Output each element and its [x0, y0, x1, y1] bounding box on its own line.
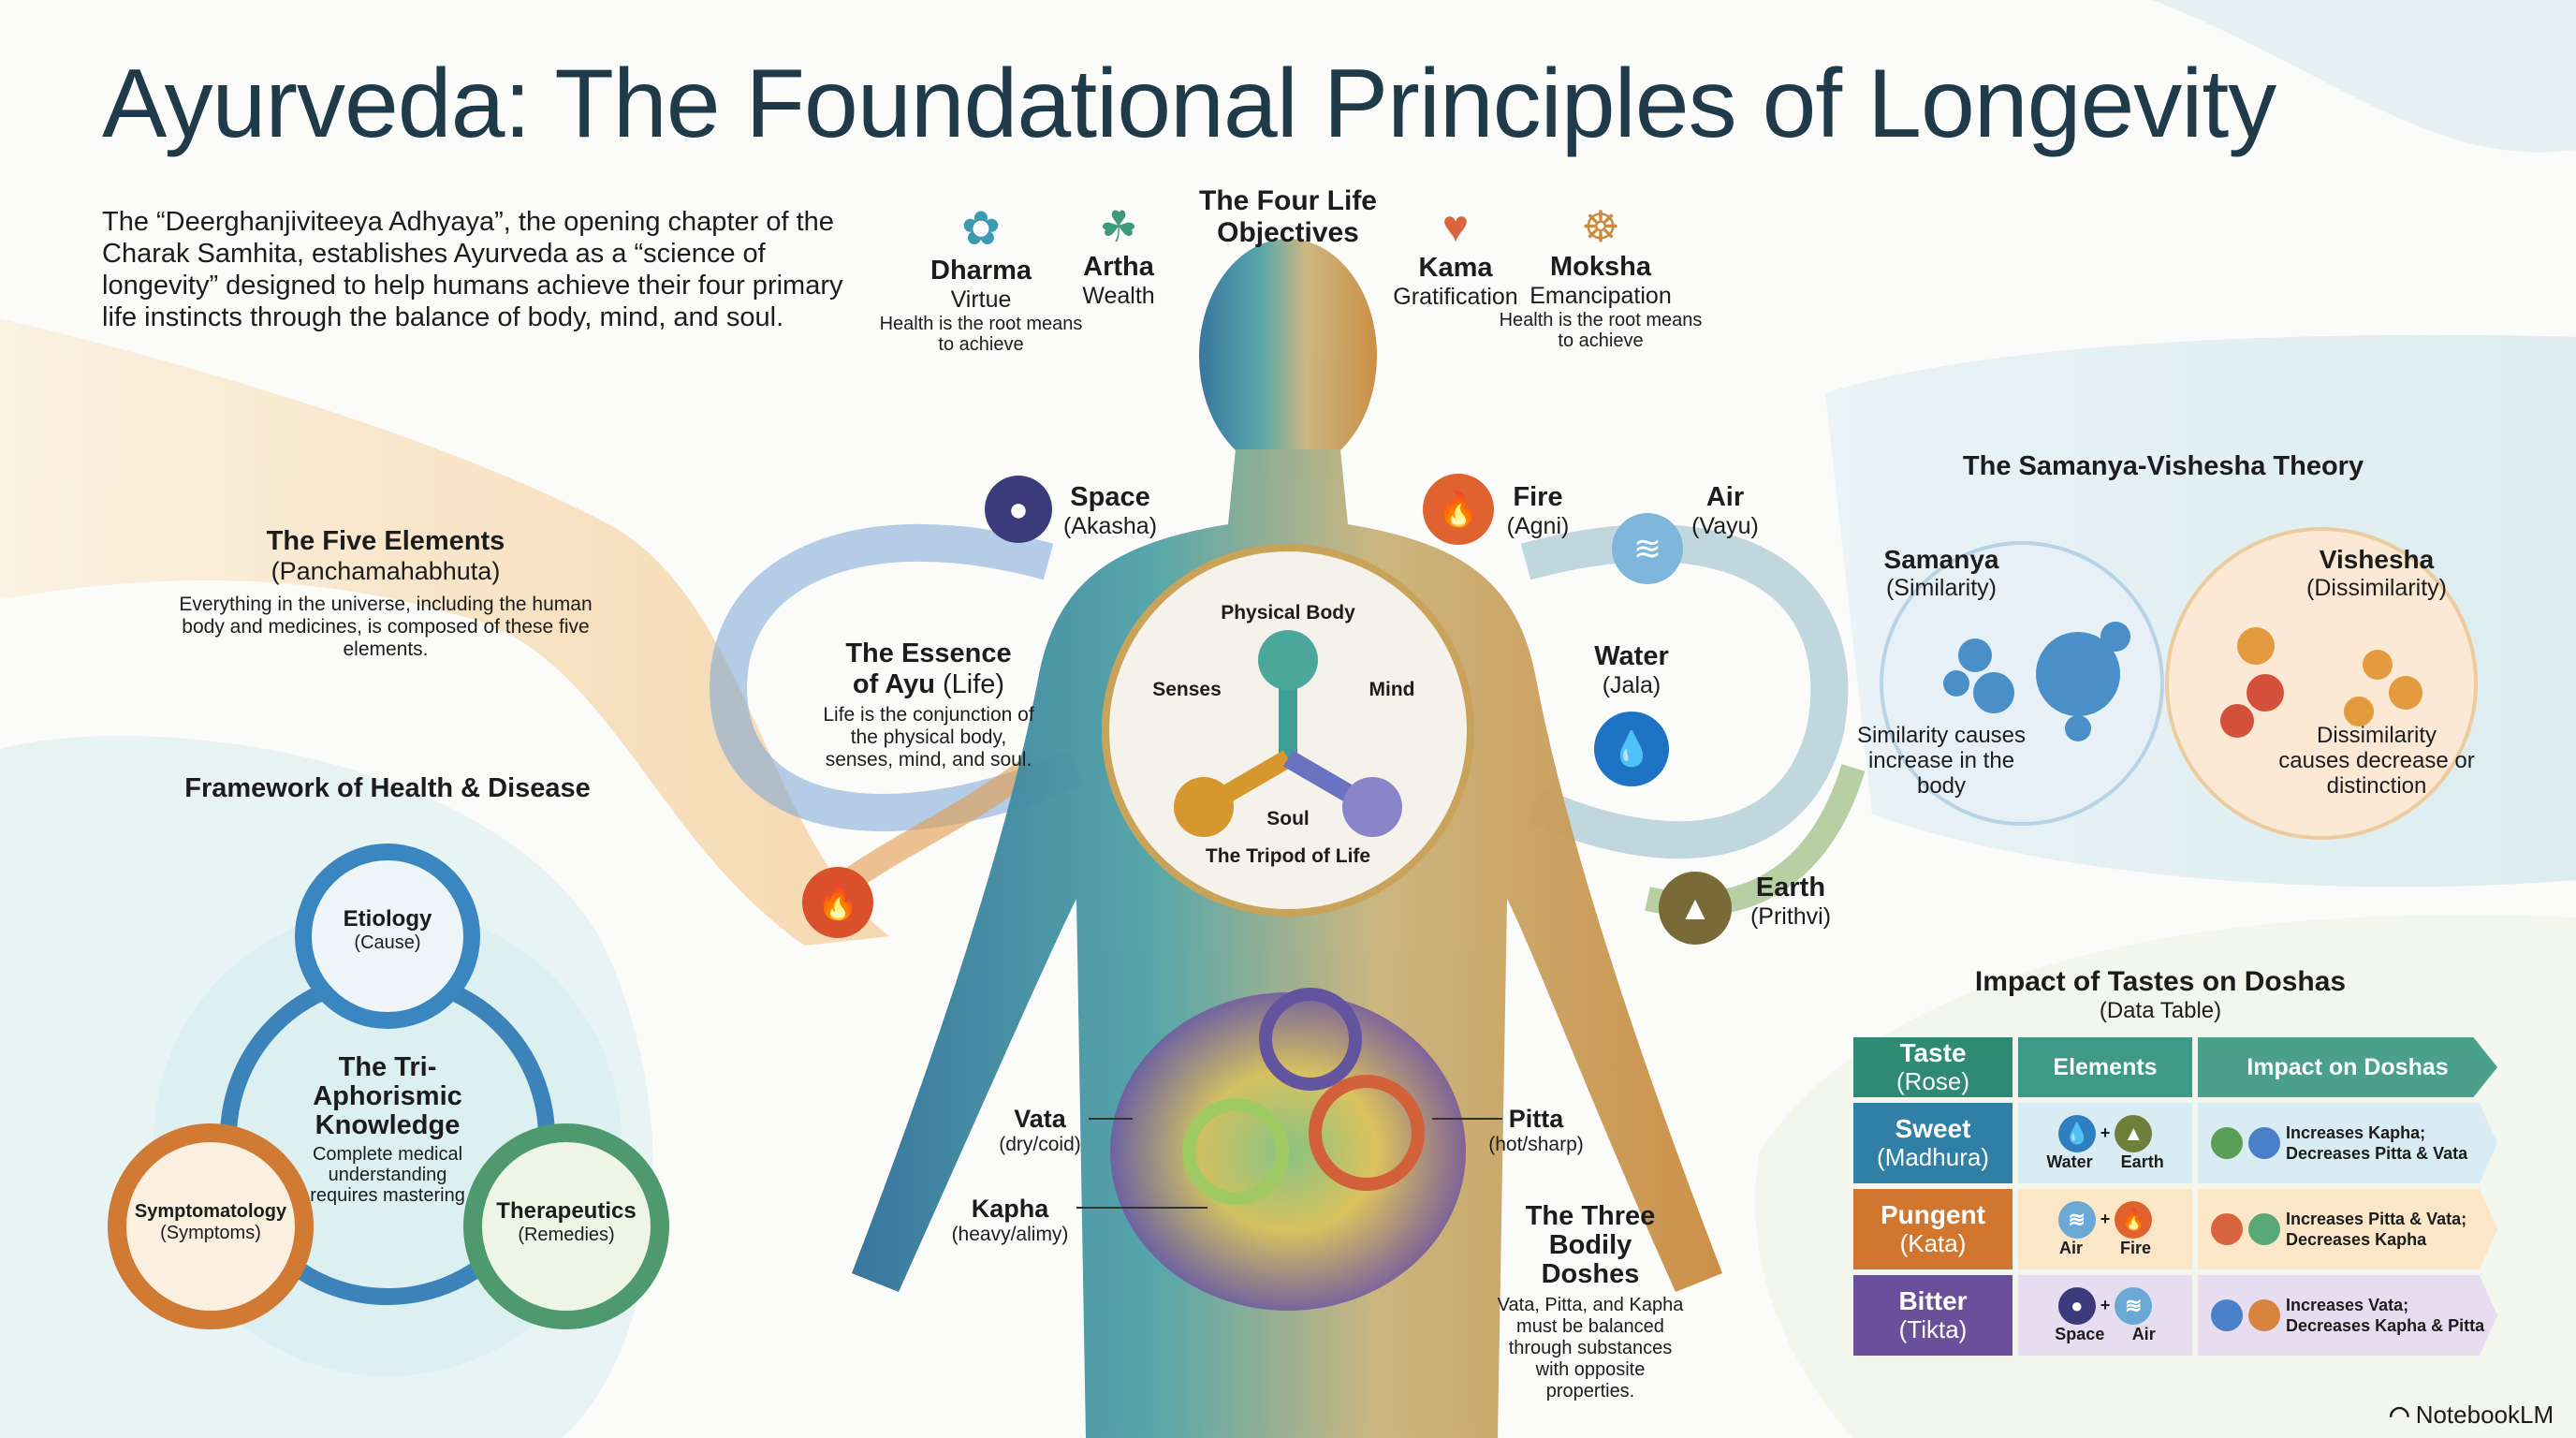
objective-artha: ☘ Artha Wealth [1016, 201, 1222, 310]
objective-note: Health is the root means to achieve [879, 314, 1083, 355]
heart-arrow-icon: ♥ [1442, 202, 1470, 252]
elements-cell: 💧 + ▲Water Earth [2018, 1103, 2192, 1183]
objective-name: Moksha [1550, 252, 1651, 282]
pitta-icon [2211, 1213, 2243, 1245]
kapha-icon [2248, 1213, 2280, 1245]
meditation-icon: ☸ [1581, 202, 1620, 251]
symptomatology-ring [108, 1123, 314, 1329]
node-therapeutics: Therapeutics(Remedies) [496, 1198, 637, 1245]
node-etiology: Etiology(Cause) [343, 906, 432, 953]
therapeutics-ring [463, 1123, 669, 1329]
objective-meaning: Wealth [1082, 283, 1155, 309]
taste-cell: Bitter(Tikta) [1853, 1275, 2012, 1356]
brand-label: NotebookLM [2415, 1401, 2554, 1429]
tri-aphorismic-center: The Tri-Aphorismic Knowledge Complete me… [310, 1052, 465, 1207]
kapha-pitta-icon [2248, 1299, 2280, 1331]
objective-name: Artha [1083, 252, 1154, 282]
hand-coin-icon: ☘ [1099, 202, 1138, 251]
fire-icon: 🔥 [2115, 1200, 2153, 1239]
table-header-row: Taste(Rose) Elements Impact on Doshas [1853, 1037, 2497, 1097]
elements-cell: ≋ + 🔥Air Fire [2018, 1189, 2192, 1269]
fire-icon: 🔥 [802, 867, 873, 938]
impact-cell: Increases Kapha;Decreases Pitta & Vata [2198, 1103, 2497, 1183]
samanya-vishesha-title: The Samanya-Vishesha Theory [1962, 451, 2364, 481]
tripod-physical-body: Physical Body [1221, 602, 1355, 624]
human-figure [852, 239, 1722, 1438]
air-icon: ≋ [2115, 1286, 2153, 1325]
element-air: Air(Vayu) [1691, 482, 1759, 539]
tastes-table: Taste(Rose) Elements Impact on Doshas Sw… [1848, 1032, 2503, 1361]
notebooklm-icon: ◠ [2389, 1401, 2410, 1429]
vishesha-circle [2165, 527, 2478, 840]
tripod-senses: Senses [1152, 679, 1222, 700]
tripod-soul: Soul [1266, 808, 1310, 829]
impact-cell: Increases Vata;Decreases Kapha & Pitta [2198, 1275, 2497, 1356]
dosha-pitta: Pitta(hot/sharp) [1488, 1105, 1584, 1155]
objective-meaning: Virtue [950, 286, 1012, 313]
element-water: Water(Jala) [1594, 641, 1669, 698]
air-icon: ≋ [2057, 1200, 2096, 1239]
water-icon: 💧 [2057, 1114, 2096, 1152]
etiology-ring [295, 844, 480, 1029]
intro-paragraph: The “Deerghanjiviteeya Adhyaya”, the ope… [102, 207, 843, 332]
framework-heading: Framework of Health & Disease [184, 773, 591, 803]
taste-cell: Sweet(Madhura) [1853, 1103, 2012, 1183]
five-elements-desc: Everything in the universe, including th… [179, 594, 593, 660]
vishesha-label: Vishesha(Dissimilarity) [2306, 545, 2447, 601]
objective-name: Dharma [930, 256, 1032, 286]
page-title: Ayurveda: The Foundational Principles of… [102, 50, 2276, 158]
elements-cell: ● + ≋Space Air [2018, 1275, 2192, 1356]
table-row: Sweet(Madhura) 💧 + ▲Water Earth Increase… [1853, 1103, 2497, 1183]
objective-name: Kama [1418, 253, 1493, 283]
node-symptomatology: Symptomatology(Symptoms) [134, 1201, 287, 1243]
objective-kama: ♥ Kama Gratification [1353, 201, 1559, 311]
space-icon: ● [2057, 1286, 2096, 1325]
objective-meaning: Emancipation [1530, 283, 1672, 309]
lotus-icon: ✿ [961, 202, 1001, 255]
earth-icon: ▲ [2115, 1114, 2153, 1152]
element-fire: Fire(Agni) [1506, 482, 1570, 539]
impact-cell: Increases Pitta & Vata;Decreases Kapha [2198, 1189, 2497, 1269]
samanya-label: Samanya(Similarity) [1883, 545, 1999, 601]
kapha-icon [2211, 1127, 2243, 1159]
tastes-heading: Impact of Tastes on Doshas (Data Table) [1974, 966, 2347, 1023]
samanya-desc: Similarity causes increase in the body [1856, 723, 2027, 799]
five-elements-subtitle: (Panchamahabhuta) [271, 557, 501, 585]
five-elements-title: The Five Elements [266, 526, 505, 556]
objective-note: Health is the root means to achieve [1499, 310, 1703, 351]
vishesha-desc: Dissimilarity causes decrease or distinc… [2278, 723, 2475, 799]
air-icon: ≋ [1612, 513, 1683, 584]
objective-moksha: ☸ Moksha Emancipation Health is the root… [1498, 201, 1704, 351]
tripod-mind: Mind [1368, 679, 1415, 700]
vata-icon [2211, 1299, 2243, 1331]
three-doshas-block: The Three Bodily Doshes Vata, Pitta, and… [1497, 1201, 1684, 1402]
element-space: Space(Akasha) [1062, 482, 1158, 539]
notebooklm-logo: ◠NotebookLM [2389, 1401, 2554, 1430]
objective-dharma: ✿ Dharma Virtue Health is the root means… [878, 201, 1084, 355]
objective-meaning: Gratification [1393, 284, 1518, 310]
taste-cell: Pungent(Kata) [1853, 1189, 2012, 1269]
header-elements: Elements [2018, 1037, 2192, 1097]
water-drop-icon: 💧 [1594, 712, 1669, 786]
fire-icon: 🔥 [1423, 474, 1494, 545]
table-row: Bitter(Tikta) ● + ≋Space Air Increases V… [1853, 1275, 2497, 1356]
header-taste: Taste(Rose) [1853, 1037, 2012, 1097]
essence-desc: Life is the conjunction of the physical … [823, 704, 1034, 770]
five-elements-block: The Five Elements (Panchamahabhuta) Ever… [166, 526, 606, 661]
dosha-kapha: Kapha(heavy/alimy) [951, 1195, 1069, 1245]
objectives-heading: The Four Life Objectives [1199, 185, 1377, 248]
header-impact: Impact on Doshas [2198, 1037, 2497, 1097]
pitta-vata-icon [2248, 1127, 2280, 1159]
tripod-title: The Tripod of Life [1205, 845, 1371, 867]
space-icon: ● [985, 476, 1052, 543]
element-earth: Earth(Prithvi) [1749, 873, 1832, 930]
samanya-circle [1880, 541, 2164, 826]
dosha-vata: Vata(dry/coid) [999, 1105, 1081, 1155]
table-row: Pungent(Kata) ≋ + 🔥Air Fire Increases Pi… [1853, 1189, 2497, 1269]
earth-icon: ▲ [1659, 872, 1732, 945]
